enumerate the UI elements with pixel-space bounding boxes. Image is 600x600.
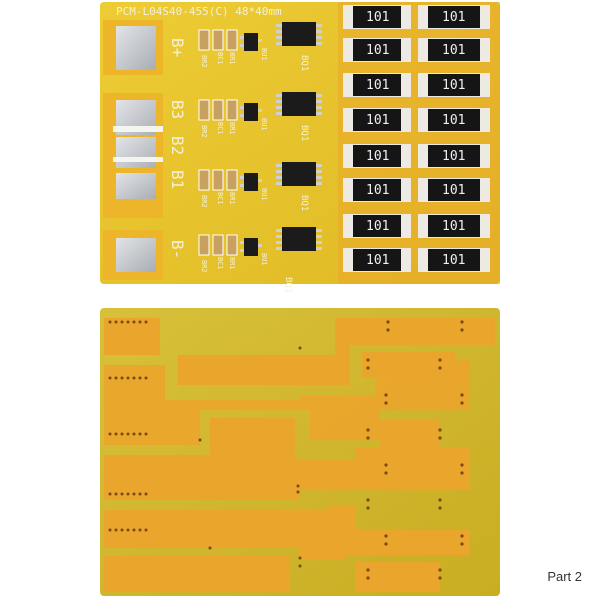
ref-br2: BR2 (200, 260, 208, 273)
image-caption: Part 2 (547, 569, 582, 584)
terminal-label-b3: B3 (168, 100, 187, 119)
ref-bq1: BQ1 (299, 55, 309, 71)
svg-text:101: 101 (366, 219, 389, 234)
ref-bq1: BQ1 (299, 195, 309, 211)
svg-text:101: 101 (442, 219, 465, 234)
front-board: PCM-L04S40-455(C) 48*40mm B+ B3 B2 B1 B- (100, 2, 500, 293)
resistor: 101 (418, 5, 490, 29)
back-board (100, 308, 500, 596)
small-ic (244, 173, 258, 191)
ref-br2: BR2 (200, 55, 208, 68)
smd-cap (212, 234, 224, 256)
ref-br2: BR2 (200, 125, 208, 138)
resistor: 101 (418, 108, 490, 132)
mosfet-ic (282, 22, 316, 46)
resistor: 101 (343, 178, 411, 202)
svg-text:101: 101 (366, 183, 389, 198)
resistor: 101 (418, 73, 490, 97)
board-label: PCM-L04S40-455(C) 48*40mm (116, 5, 282, 18)
ref-br1: BR1 (228, 52, 236, 65)
terminal-label-b2: B2 (168, 136, 187, 155)
ref-bu1: BU1 (260, 253, 268, 266)
small-ic (244, 33, 258, 51)
smd-cap (198, 29, 210, 51)
ref-bc1: BC1 (216, 52, 224, 65)
resistor: 101 (343, 108, 411, 132)
resistor: 101 (343, 5, 411, 29)
svg-text:101: 101 (442, 253, 465, 268)
ref-bc1: BC1 (216, 192, 224, 205)
ref-bu1: BU1 (260, 118, 268, 131)
ref-bq1: BQ1 (283, 277, 293, 293)
small-ic (244, 238, 258, 256)
svg-text:101: 101 (366, 149, 389, 164)
svg-text:101: 101 (366, 253, 389, 268)
resistor: 101 (343, 248, 411, 272)
ref-bc1: BC1 (216, 122, 224, 135)
via-holes (108, 320, 464, 580)
svg-text:101: 101 (366, 78, 389, 93)
mosfet-ic (282, 92, 316, 116)
smd-cap (212, 99, 224, 121)
smd-cap (198, 234, 210, 256)
smd-cap (226, 234, 238, 256)
channel-row-3: BR2 BR1 BC1 BU1 BQ1 (198, 162, 322, 211)
svg-text:101: 101 (442, 149, 465, 164)
resistor: 101 (343, 73, 411, 97)
terminal-label-b-minus: B- (168, 240, 187, 259)
ref-br1: BR1 (228, 192, 236, 205)
channel-row-1: BR2 BR1 BC1 BU1 BQ1 (198, 22, 322, 71)
mosfet-ic (282, 162, 316, 186)
resistor: 101 (418, 214, 490, 238)
svg-text:101: 101 (442, 113, 465, 128)
resistor: 101 (418, 38, 490, 62)
smd-cap (226, 99, 238, 121)
smd-cap (212, 169, 224, 191)
svg-text:101: 101 (366, 43, 389, 58)
resistor: 101 (418, 248, 490, 272)
smd-cap (226, 29, 238, 51)
resistor: 101 (343, 214, 411, 238)
mosfet-ic (282, 227, 316, 251)
ref-bu1: BU1 (260, 48, 268, 61)
ref-bu1: BU1 (260, 188, 268, 201)
resistor: 101 (418, 178, 490, 202)
channel-row-4: BR2 BR1 BC1 BU1 BQ1 (198, 227, 322, 293)
copper-traces (104, 318, 495, 592)
smd-cap (198, 169, 210, 191)
terminal-pads (103, 20, 163, 280)
smd-cap (226, 169, 238, 191)
small-ic (244, 103, 258, 121)
resistor-array: 101 101 101 101 101 101 101 101 101 101 … (338, 2, 500, 284)
ref-bq1: BQ1 (299, 125, 309, 141)
svg-text:101: 101 (366, 10, 389, 25)
channel-row-2: BR2 BR1 BC1 BU1 BQ1 (198, 92, 322, 141)
ref-br2: BR2 (200, 195, 208, 208)
svg-text:101: 101 (442, 183, 465, 198)
smd-cap (198, 99, 210, 121)
terminal-label-b-plus: B+ (168, 38, 187, 57)
ref-br1: BR1 (228, 122, 236, 135)
ref-bc1: BC1 (216, 257, 224, 270)
ref-br1: BR1 (228, 257, 236, 270)
resistor: 101 (343, 144, 411, 168)
svg-text:101: 101 (442, 43, 465, 58)
svg-text:101: 101 (442, 78, 465, 93)
terminal-labels: B+ B3 B2 B1 B- (168, 38, 187, 259)
svg-text:101: 101 (442, 10, 465, 25)
resistor: 101 (418, 144, 490, 168)
svg-text:101: 101 (366, 113, 389, 128)
smd-cap (212, 29, 224, 51)
resistor: 101 (343, 38, 411, 62)
terminal-label-b1: B1 (168, 170, 187, 189)
